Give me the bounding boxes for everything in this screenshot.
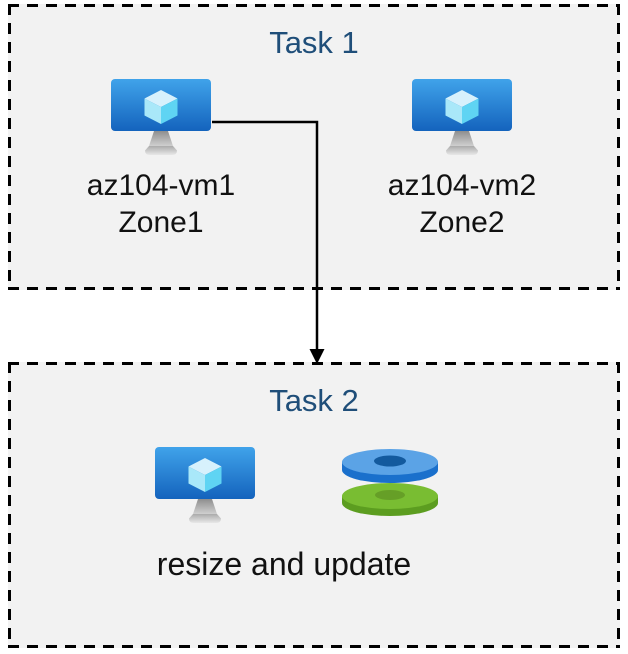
- vm1-name-label: az104-vm1: [86, 169, 236, 202]
- virtual-machine-icon: [411, 78, 513, 158]
- vm1-zone-label: Zone1: [118, 206, 204, 239]
- vm2-group: az104-vm2 Zone2: [372, 78, 552, 241]
- task2-title: Task 2: [269, 383, 359, 418]
- managed-disks-icon: [340, 448, 440, 518]
- flow-arrow-icon: [212, 120, 325, 364]
- task2-caption: resize and update: [156, 546, 412, 582]
- task2-panel: Task 2 resize and update: [8, 362, 620, 648]
- vm1-group: az104-vm1 Zone1: [71, 78, 251, 241]
- virtual-machine-icon: [110, 78, 212, 158]
- vm2-zone-label: Zone2: [419, 206, 505, 239]
- task1-title: Task 1: [269, 25, 359, 60]
- virtual-machine-icon: [154, 446, 256, 526]
- task1-panel: Task 1 az104-vm1 Zone1 az104-vm2 Zone2: [8, 4, 620, 290]
- task2-vm-group: [115, 446, 295, 526]
- vm2-name-label: az104-vm2: [387, 169, 537, 202]
